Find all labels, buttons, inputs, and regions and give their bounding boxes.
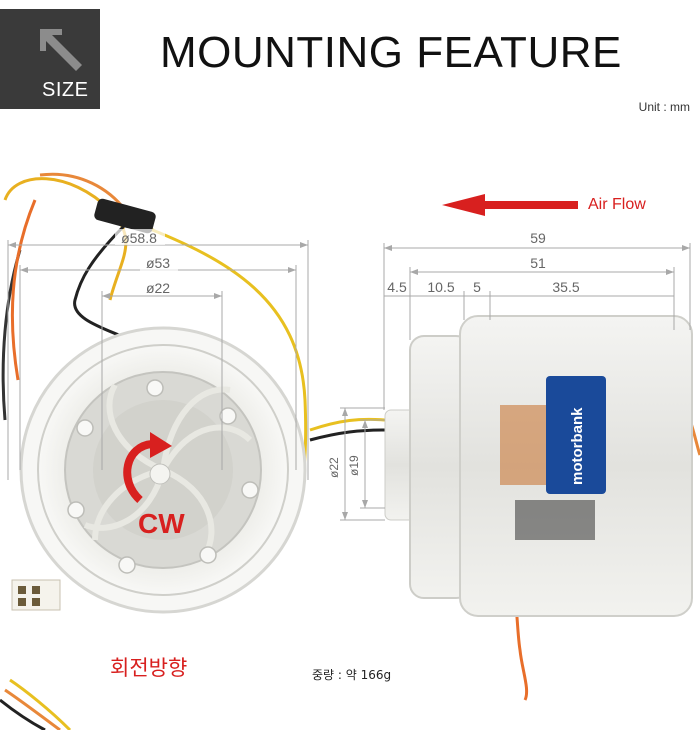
dim-inner-diameter: ø22 <box>146 280 170 296</box>
brand-text: motorbank <box>569 407 586 485</box>
dim-body-length: 51 <box>530 255 546 271</box>
wire-black <box>73 223 131 342</box>
cw-label: CW <box>138 508 185 539</box>
dim-mid-diameter: ø53 <box>146 255 170 271</box>
air-flow-label: Air Flow <box>588 196 646 213</box>
fan-bolts <box>67 379 259 574</box>
motorbank-label <box>546 376 606 494</box>
dim-segment-a: 4.5 <box>387 279 407 295</box>
wire-connector <box>94 198 156 234</box>
side-dimension-lines <box>340 243 691 521</box>
wire-bottom-black <box>0 698 46 730</box>
air-flow-arrow-icon <box>442 194 578 216</box>
wire-bottom-yellow <box>9 678 72 730</box>
size-badge: SIZE <box>0 9 100 109</box>
fan-hub <box>149 463 171 485</box>
front-view: ø58.8 ø53 ø22 <box>0 172 309 730</box>
dim-segment-c: 5 <box>473 279 481 295</box>
dim-segment-b: 10.5 <box>427 279 454 295</box>
side-view: motorbank 59 51 4.5 <box>309 230 700 701</box>
arrow-down-right-icon <box>36 29 82 71</box>
rotation-direction-label: 회전방향 <box>110 656 188 680</box>
dim-segment-d: 35.5 <box>552 279 579 295</box>
dim-outer-diameter: ø58.8 <box>121 230 157 246</box>
dim-shaft-inner: ø19 <box>347 455 361 476</box>
unit-label: Unit : mm <box>638 100 690 114</box>
wire-red <box>10 199 37 381</box>
badge-label: SIZE <box>42 79 89 101</box>
weight-label: 중량 : 약 166g <box>312 668 392 682</box>
dim-overall-length: 59 <box>530 230 546 246</box>
rotation-arrow-icon <box>123 440 153 503</box>
dim-shaft-outer: ø22 <box>327 457 341 478</box>
wire-bottom-orange <box>4 688 61 730</box>
page-title: MOUNTING FEATURE <box>160 28 622 77</box>
